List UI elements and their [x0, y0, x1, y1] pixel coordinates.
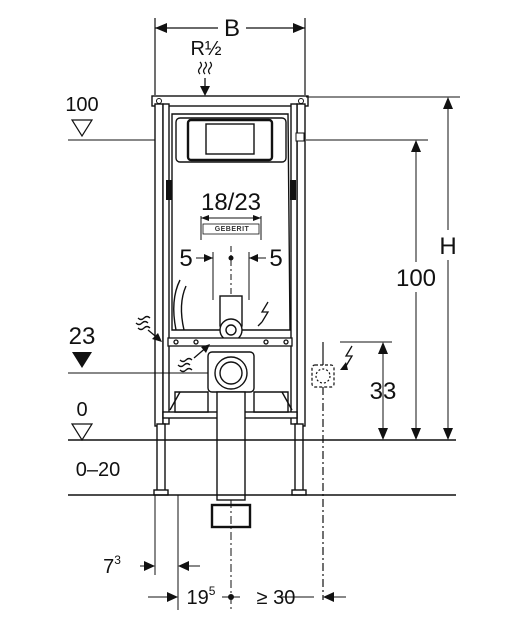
outlet-water-icon — [177, 345, 209, 373]
drain-offset-label: 195 — [187, 584, 216, 609]
left-offset-label: 5 — [179, 245, 192, 272]
side-bracket-left — [166, 180, 172, 200]
offset-arrow-left — [204, 254, 213, 262]
socket-distance-label: ≥ 30 — [257, 587, 296, 609]
tank-height-arrow-top — [411, 140, 421, 152]
socket-distance-arrow-right — [323, 592, 334, 602]
electric-supply-icon — [257, 301, 270, 327]
inlet-arrow — [152, 333, 162, 342]
height-arrow-bottom — [443, 428, 453, 440]
supply-arrow — [200, 86, 210, 96]
socket-height-arrow-top — [378, 342, 388, 354]
side-bracket-right — [290, 180, 296, 200]
flush-plate-dimension — [200, 216, 262, 240]
center-dot — [228, 255, 234, 261]
top-level-marker — [70, 119, 94, 138]
drain-bend — [169, 351, 293, 501]
socket-lightning-icon — [344, 345, 354, 367]
socket-arrow — [340, 362, 348, 370]
brand-logo: GEBERIT — [215, 226, 250, 233]
foot-offset-main: 7 — [103, 556, 114, 578]
flush-pipe — [173, 279, 243, 342]
supply-level-label: 23 — [69, 323, 96, 350]
drain-offset-sup: 5 — [209, 584, 216, 598]
bottom-reference-lines — [154, 495, 232, 612]
cistern — [171, 113, 291, 331]
height-arrow-top — [443, 97, 453, 109]
height-label-bg — [436, 230, 460, 260]
tank-height-arrow-bottom — [411, 428, 421, 440]
foot-offset-label: 73 — [103, 553, 121, 578]
socket-height-dimension — [340, 341, 392, 432]
drain-offset-arrow-left — [167, 592, 178, 602]
width-label: B — [224, 15, 240, 42]
tank-height-label-bg — [396, 262, 438, 292]
foot-offset-arrow-right — [178, 561, 189, 571]
adjust-range-label: 0–20 — [76, 459, 121, 481]
drain-center-dot — [228, 594, 234, 600]
foot-offset-arrow-left — [144, 561, 155, 571]
foot-offset-sup: 3 — [114, 553, 121, 567]
flush-arrow-left — [201, 215, 209, 221]
right-offset-label: 5 — [269, 245, 282, 272]
top-level-label: 100 — [65, 94, 98, 116]
outlet-arrow — [201, 344, 210, 353]
supply-level-marker — [72, 352, 92, 368]
offset-arrow-right — [249, 254, 258, 262]
width-arrow-right — [293, 23, 305, 33]
logo-frame — [202, 223, 260, 235]
electrical-socket — [311, 342, 335, 600]
flush-plate-label: 18/23 — [201, 189, 261, 216]
floor-level-marker — [70, 423, 94, 442]
height-label: H — [439, 233, 456, 260]
socket-height-arrow-bottom — [378, 428, 388, 440]
cistern-label-box — [295, 132, 305, 142]
tank-height-label: 100 — [396, 265, 436, 292]
drain-offset-main: 19 — [187, 587, 209, 609]
floor-level-label: 0 — [76, 399, 87, 421]
connection-label: R½ — [190, 38, 221, 60]
center-offset-dimension — [196, 246, 266, 340]
frame-legs — [153, 423, 307, 496]
width-arrow-left — [155, 23, 167, 33]
socket-height-label: 33 — [370, 378, 397, 405]
flush-arrow-right — [253, 215, 261, 221]
height-dimension — [306, 96, 460, 432]
frame-bolt-left — [156, 98, 162, 104]
frame-bolt-right — [298, 98, 304, 104]
support-plate — [167, 337, 293, 347]
